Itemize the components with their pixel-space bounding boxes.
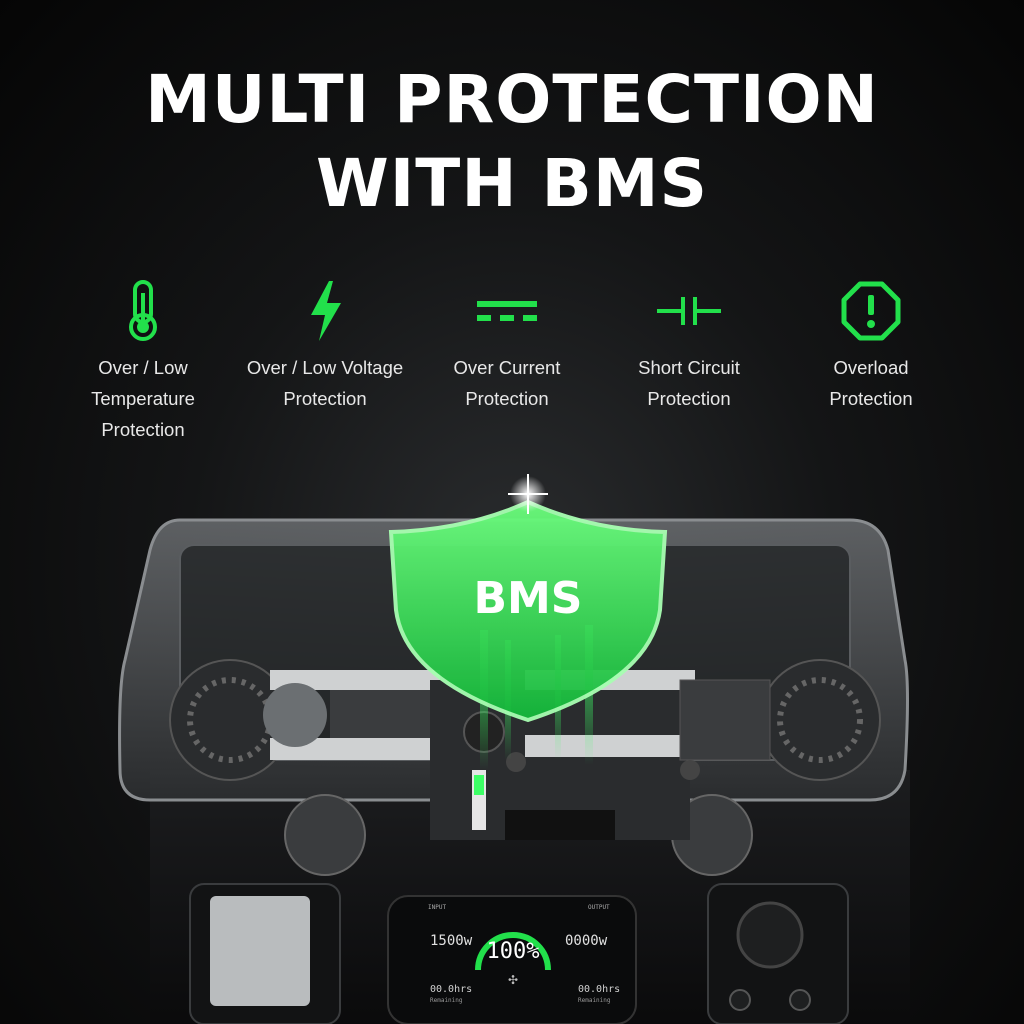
lcd-input-value: 1500w [430,933,473,949]
battery-ring [475,932,551,971]
feature-label: Over / Low Temperature Protection [91,357,195,440]
lcd-battery-percent: 100% [487,939,540,964]
lightning-bolt-icon [311,281,341,341]
heatsink-left-bottom [270,738,440,760]
inductor [679,679,771,761]
feature-label: Short Circuit Protection [638,357,740,409]
feature-short-circuit: Short Circuit Protection [598,276,780,414]
bms-shield-label: BMS [473,573,582,624]
feature-list: Over / Low Temperature Protection Over /… [52,276,972,456]
feature-overload: Overload Protection [780,276,962,414]
headline-line-2: WITH BMS [315,145,709,222]
dc-port-2 [789,989,811,1011]
fan-indicator-icon: ✣ [508,973,518,987]
heatsink-left-top [270,670,440,690]
car-outlet [736,901,804,969]
fan-bottom-left [284,794,366,876]
feature-label: Over Current Protection [453,357,561,409]
lcd-output-label: OUTPUT [588,904,610,911]
dc-port-1 [729,989,751,1011]
thermometer-icon [129,280,157,341]
dc-current-icon [477,301,537,321]
feature-label: Overload Protection [829,357,913,409]
lcd-input-label: INPUT [428,904,446,911]
lcd-left-time: 00.0hrs [430,984,472,995]
feature-label: Over / Low Voltage Protection [246,357,404,409]
lcd-right-time-label: Remaining [578,997,611,1004]
wireless-pad [210,896,310,1006]
feature-temperature: Over / Low Temperature Protection [52,276,234,445]
headline: MULTI PROTECTION WITH BMS [0,58,1024,226]
feature-voltage: Over / Low Voltage Protection [234,276,416,414]
bms-shield [388,499,668,723]
lcd-display [387,895,637,1024]
feature-current: Over Current Protection [416,276,598,414]
capacitor-icon [657,297,721,325]
headline-line-1: MULTI PROTECTION [145,61,879,138]
lcd-right-time: 00.0hrs [578,984,620,995]
power-station-illustration: BMS INPUT 1500w OUTPUT 0000w 100% ✣ 00.0… [118,474,910,1024]
lcd-left-time-label: Remaining [430,997,463,1004]
warning-octagon-icon [841,281,901,341]
lcd-output-value: 0000w [565,933,608,949]
capacitor-round [263,683,327,747]
